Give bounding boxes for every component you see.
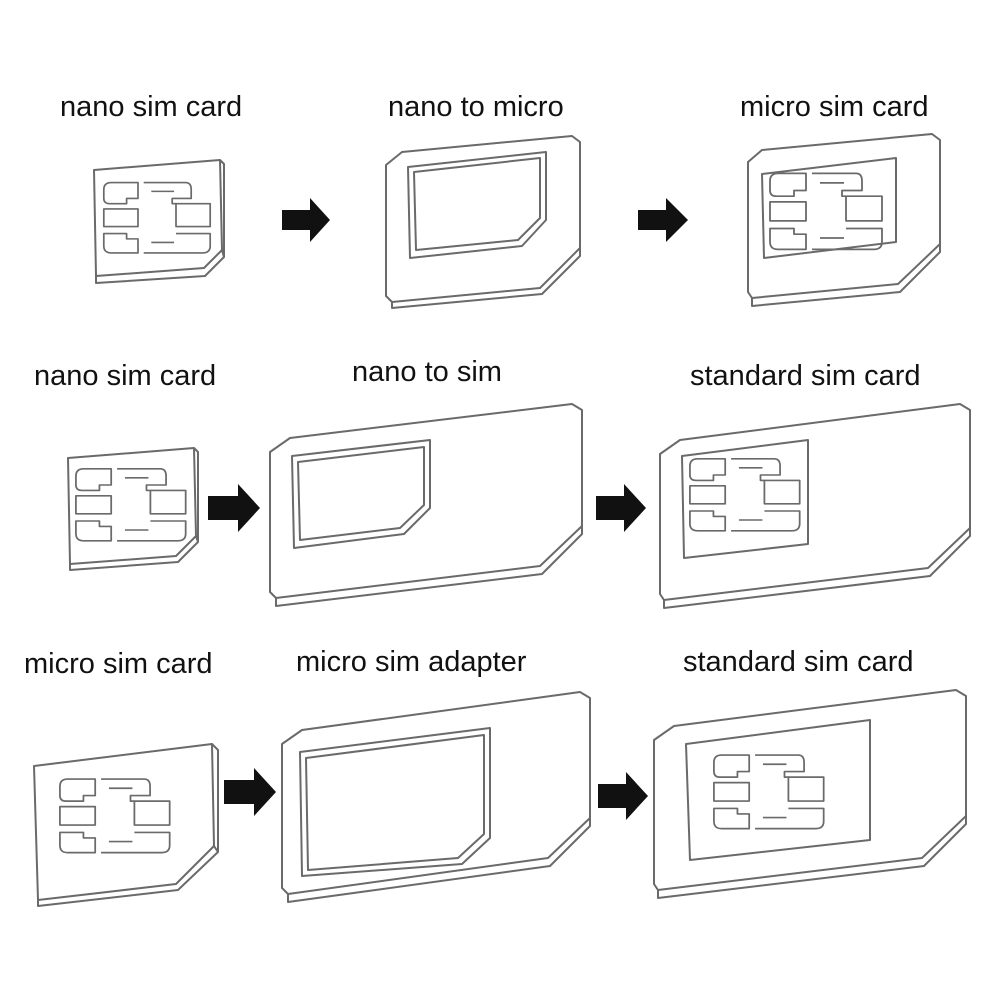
row3-micro-sim-adapter	[281, 691, 591, 903]
row3-standard-sim-card	[653, 689, 967, 899]
row2-nano-sim-card	[67, 447, 199, 571]
row3-left-label: micro sim card	[24, 648, 213, 680]
row2-arrow-2	[596, 484, 646, 532]
row2-arrow-1	[208, 484, 260, 532]
row1-arrow-1	[282, 198, 330, 242]
row1-arrow-2	[638, 198, 688, 242]
row3-arrow-2	[598, 772, 648, 820]
row3-arrow-1	[224, 768, 276, 816]
row1-middle-label: nano to micro	[388, 91, 564, 123]
row2-right-label: standard sim card	[690, 360, 921, 392]
row3-middle-label: micro sim adapter	[296, 646, 527, 678]
row1-right-label: micro sim card	[740, 91, 929, 123]
row1-nano-to-micro-adapter	[385, 135, 581, 309]
row3-right-label: standard sim card	[683, 646, 914, 678]
row2-middle-label: nano to sim	[352, 356, 502, 388]
row1-micro-sim-card	[747, 133, 941, 307]
row1-left-label: nano sim card	[60, 91, 243, 123]
row2-nano-to-sim-adapter	[269, 403, 583, 607]
row2-left-label: nano sim card	[34, 360, 217, 392]
row1-nano-sim-card	[93, 159, 225, 284]
row3-micro-sim-card	[33, 743, 219, 907]
row2-standard-sim-card	[659, 403, 971, 609]
